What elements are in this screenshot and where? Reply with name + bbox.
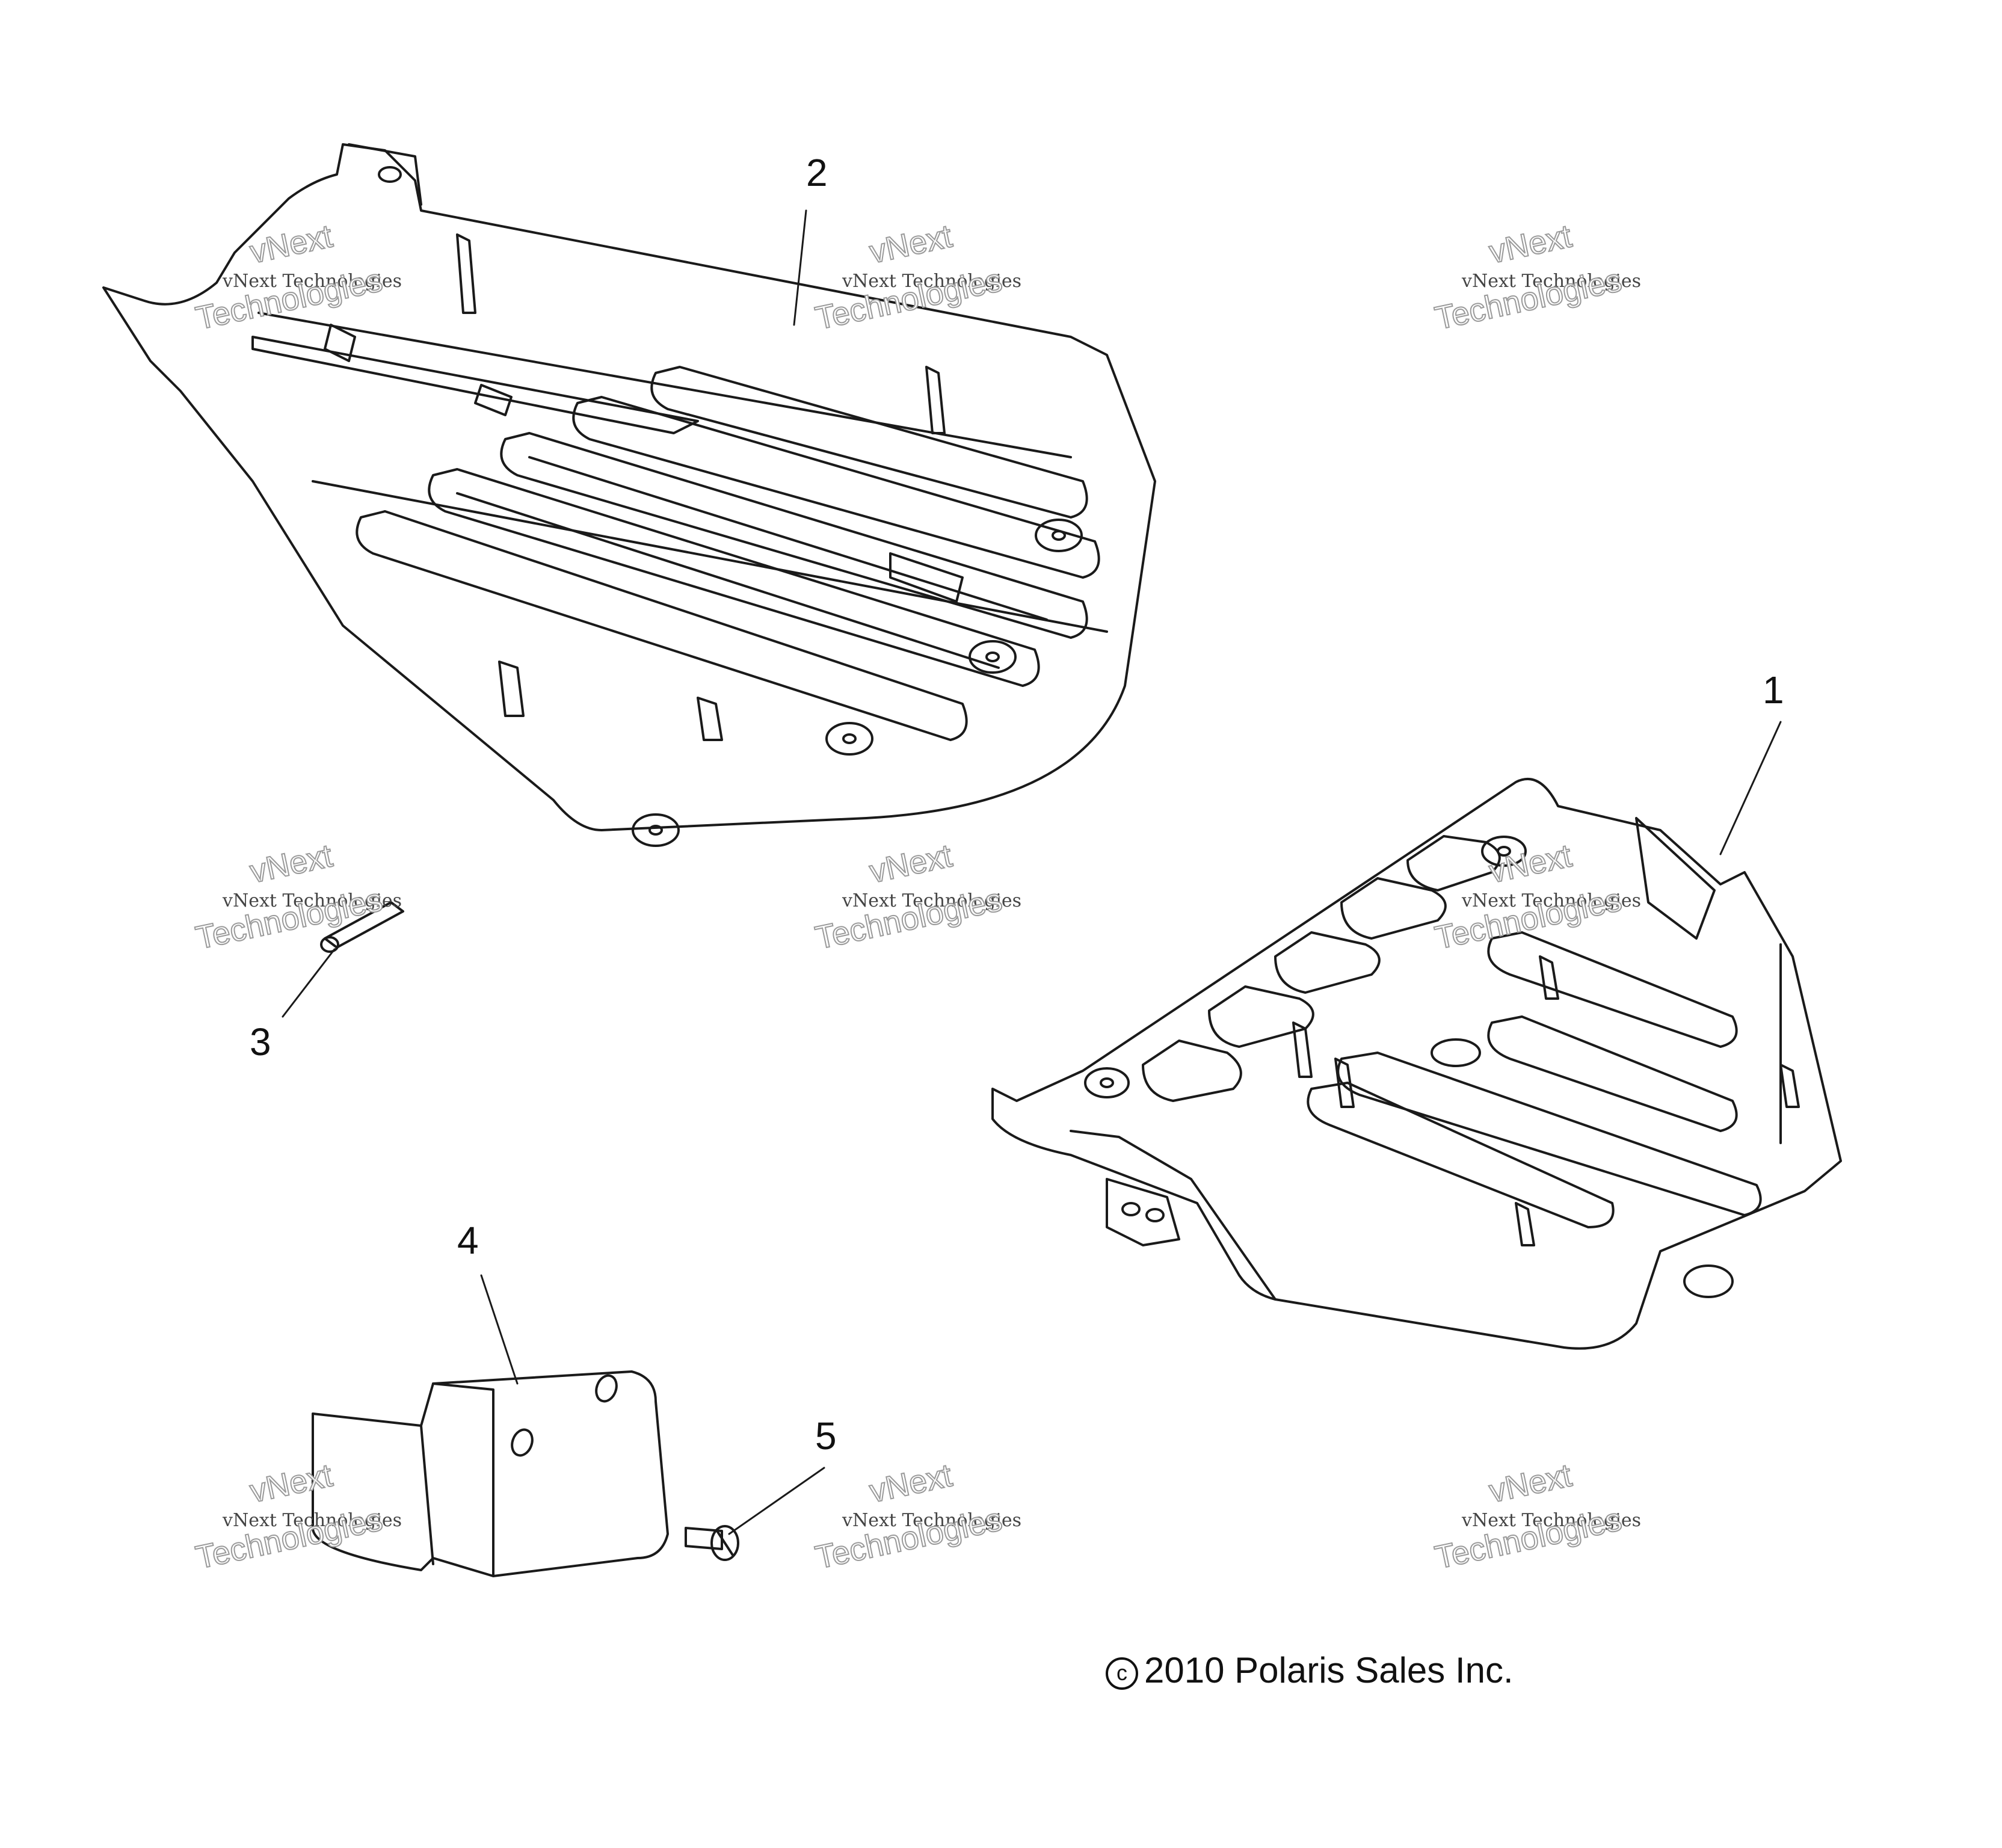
leader-line-5 <box>728 1467 825 1535</box>
part-3-fastener <box>320 901 404 953</box>
callout-2: 2 <box>806 151 828 194</box>
part-2-grommets <box>632 519 1083 847</box>
leader-line-3 <box>282 948 336 1018</box>
leader-line-1 <box>1719 721 1782 855</box>
part-2-ribs <box>356 366 1100 741</box>
callout-5: 5 <box>815 1414 837 1458</box>
part-2-skid-plate <box>102 143 1156 847</box>
leader-lines <box>282 209 1782 1535</box>
part-1-ribs <box>1142 835 1762 1228</box>
part-1-clips <box>1292 955 1800 1246</box>
copyright-symbol: c <box>1106 1657 1138 1690</box>
callout-3: 3 <box>250 1020 271 1064</box>
part-5-push-rivet <box>685 1525 739 1561</box>
copyright-text: 2010 Polaris Sales Inc. <box>1144 1650 1514 1690</box>
callout-4: 4 <box>457 1219 479 1262</box>
leader-line-2 <box>793 209 807 326</box>
leader-line-4 <box>480 1274 519 1385</box>
part-4-bracket <box>312 1370 669 1577</box>
callout-1: 1 <box>1763 668 1784 712</box>
part-1-skid-plate <box>991 778 1842 1350</box>
part-1-grommets <box>1084 836 1734 1298</box>
part-2-clips <box>456 233 964 741</box>
